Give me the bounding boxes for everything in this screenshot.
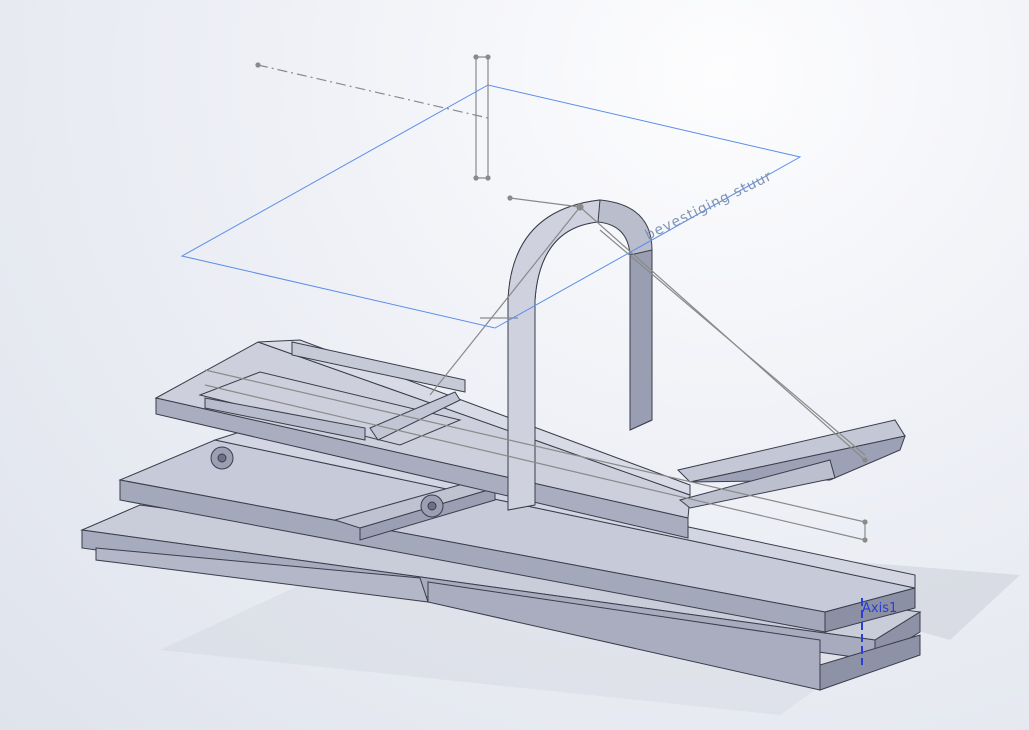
plane-label: bevestiging stuur xyxy=(643,168,775,243)
reference-axis[interactable]: Axis1 xyxy=(861,598,897,665)
front-arm[interactable] xyxy=(677,419,906,509)
roll-hoop[interactable] xyxy=(507,199,653,511)
axis-label: Axis1 xyxy=(862,601,897,616)
sketch-lines[interactable] xyxy=(204,54,868,543)
middle-frame[interactable] xyxy=(118,431,916,633)
reference-plane[interactable]: bevestiging stuur xyxy=(180,84,802,329)
base-frame-lower[interactable] xyxy=(80,504,922,691)
